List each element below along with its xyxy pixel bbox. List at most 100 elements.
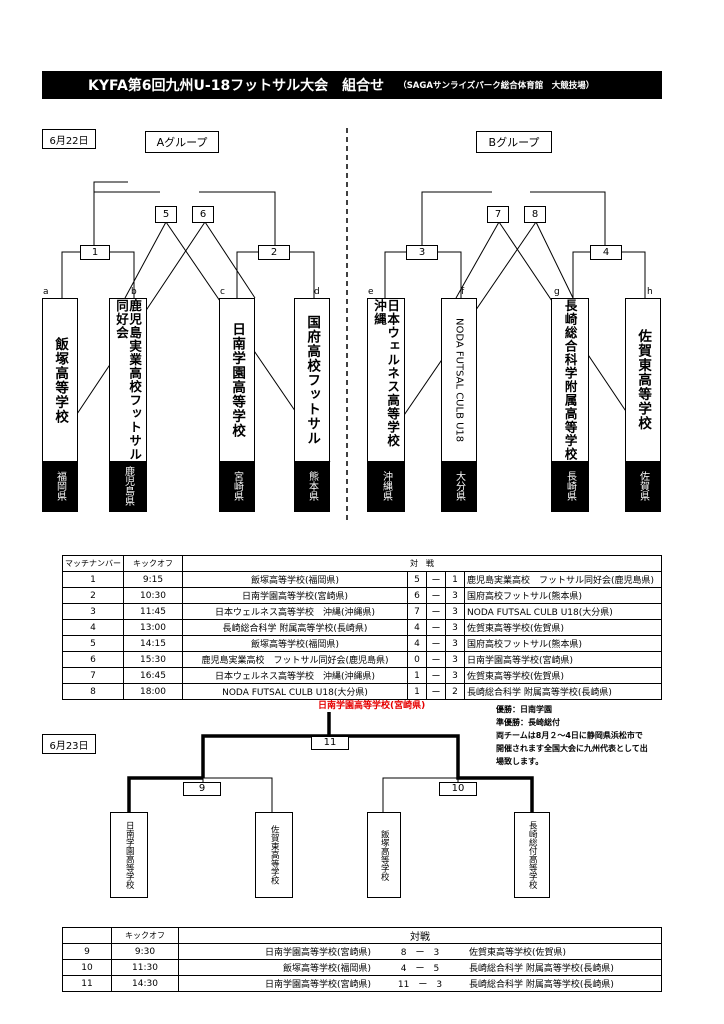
team-name: 日南学園高等学校 (229, 322, 246, 438)
header-match: 対 戦 (182, 555, 662, 572)
score-cell: 11 ー 3 (373, 975, 467, 992)
group-b-label: Bグループ (476, 131, 552, 153)
note-line: 両チームは8月２～4日に静岡県浜松市で (496, 731, 643, 740)
match-number-cell: 2 (62, 587, 124, 604)
home-team-cell: 日南学園高等学校(宮崎県) (178, 943, 373, 960)
kickoff-cell: 14:30 (111, 975, 179, 992)
away-team-cell: 国府高校フットサル(熊本県) (464, 635, 662, 652)
score-dash-cell: ー (426, 619, 446, 636)
match-number-4: 4 (590, 245, 622, 260)
result-notes: 優勝：日南学園 準優勝：長崎総付 両チームは8月２～4日に静岡県浜松市で 開催さ… (496, 703, 672, 768)
venue-label: （SAGAサンライズパーク総合体育館 大競技場） (398, 81, 595, 91)
note-line: 場致します。 (496, 757, 544, 766)
team-prefecture: 宮崎県 (220, 461, 254, 511)
team-letter-g: g (554, 287, 560, 297)
match-number-cell: 6 (62, 651, 124, 668)
home-team-cell: 飯塚高等学校(福岡県) (178, 959, 373, 976)
score-dash-cell: ー (426, 571, 446, 588)
home-score-cell: 7 (407, 603, 427, 620)
team-box-b: 鹿児島実業高校フットサル同好会 鹿児島県 (109, 298, 147, 512)
match-number-5: 5 (155, 206, 177, 223)
kickoff-cell: 11:45 (123, 603, 183, 620)
home-score-cell: 4 (407, 619, 427, 636)
score-dash-cell: ー (426, 667, 446, 684)
note-line: 開催されます全国大会に九州代表として出 (496, 744, 648, 753)
header-kickoff: キックオフ (111, 927, 179, 944)
title-bar: KYFA第6回九州U-18フットサル大会 組合せ （SAGAサンライズパーク総合… (42, 71, 662, 99)
day2-date: 6月23日 (42, 734, 96, 754)
team-name: 飯塚高等学校 (52, 336, 69, 424)
kickoff-cell: 15:30 (123, 651, 183, 668)
team-name: 日本ウェルネス高等学校 沖縄 (372, 299, 401, 461)
team-prefecture: 大分県 (442, 461, 476, 511)
home-team-cell: 日南学園高等学校(宮崎県) (178, 975, 373, 992)
team-letter-f: f (461, 287, 465, 297)
away-team-cell: 佐賀東高等学校(佐賀県) (464, 667, 662, 684)
score-cell: 8 ー 3 (373, 943, 467, 960)
day1-date: 6月22日 (42, 129, 96, 149)
team-name: NODA FUTSAL CULB U18 (453, 317, 465, 443)
header-kickoff: キックオフ (123, 555, 183, 572)
score-dash-cell: ー (426, 683, 446, 700)
score-dash-cell: ー (426, 635, 446, 652)
team-box-c: 日南学園高等学校 宮崎県 (219, 298, 255, 512)
team-letter-e: e (368, 287, 374, 297)
match-number-cell: 7 (62, 667, 124, 684)
match-number-cell: 10 (62, 959, 112, 976)
day2-team-box-1: 日南学園高等学校 (110, 812, 148, 898)
team-prefecture: 熊本県 (295, 461, 329, 511)
team-name: 国府高校フットサル (304, 314, 321, 446)
day2-team-box-4: 長崎総付高等学校 (514, 812, 550, 898)
away-score-cell: 3 (445, 667, 465, 684)
away-score-cell: 3 (445, 619, 465, 636)
match-number-cell: 5 (62, 635, 124, 652)
header-match-number (62, 927, 112, 944)
home-score-cell: 4 (407, 635, 427, 652)
match-number-8: 8 (524, 206, 546, 223)
page-title: KYFA第6回九州U-18フットサル大会 組合せ (88, 78, 385, 94)
team-box-d: 国府高校フットサル 熊本県 (294, 298, 330, 512)
note-line: 準優勝：長崎総付 (496, 718, 560, 727)
team-letter-b: b (131, 287, 137, 297)
home-team-cell: 日本ウェルネス高等学校 沖縄(沖縄県) (182, 603, 408, 620)
group-a-label: Aグループ (145, 131, 219, 153)
home-score-cell: 1 (407, 667, 427, 684)
home-score-cell: 5 (407, 571, 427, 588)
away-team-cell: 長崎総合科学 附属高等学校(長崎県) (467, 975, 662, 992)
kickoff-cell: 11:30 (111, 959, 179, 976)
home-team-cell: 日南学園高等学校(宮崎県) (182, 587, 408, 604)
match-number-cell: 4 (62, 619, 124, 636)
team-letter-d: d (314, 287, 320, 297)
away-team-cell: 佐賀東高等学校(佐賀県) (464, 619, 662, 636)
score-dash-cell: ー (426, 587, 446, 604)
kickoff-cell: 18:00 (123, 683, 183, 700)
home-team-cell: NODA FUTSAL CULB U18(大分県) (182, 683, 408, 700)
team-letter-a: a (43, 287, 49, 297)
kickoff-cell: 14:15 (123, 635, 183, 652)
header-match: 対戦 (178, 927, 662, 944)
team-box-h: 佐賀東高等学校 佐賀県 (625, 298, 661, 512)
kickoff-cell: 13:00 (123, 619, 183, 636)
team-box-g: 長崎総合科学附属高等学校 長崎県 (551, 298, 589, 512)
score-cell: 4 ー 5 (373, 959, 467, 976)
home-team-cell: 日本ウェルネス高等学校 沖縄(沖縄県) (182, 667, 408, 684)
team-box-e: 日本ウェルネス高等学校 沖縄 沖縄県 (367, 298, 405, 512)
kickoff-cell: 16:45 (123, 667, 183, 684)
team-letter-c: c (220, 287, 225, 297)
team-box-a: 飯塚高等学校 福岡県 (42, 298, 78, 512)
champion-label: 日南学園高等学校(宮崎県) (318, 701, 426, 711)
team-prefecture: 長崎県 (552, 461, 588, 511)
home-score-cell: 6 (407, 587, 427, 604)
match-number-11: 11 (311, 736, 349, 750)
away-score-cell: 3 (445, 635, 465, 652)
home-team-cell: 飯塚高等学校(福岡県) (182, 571, 408, 588)
